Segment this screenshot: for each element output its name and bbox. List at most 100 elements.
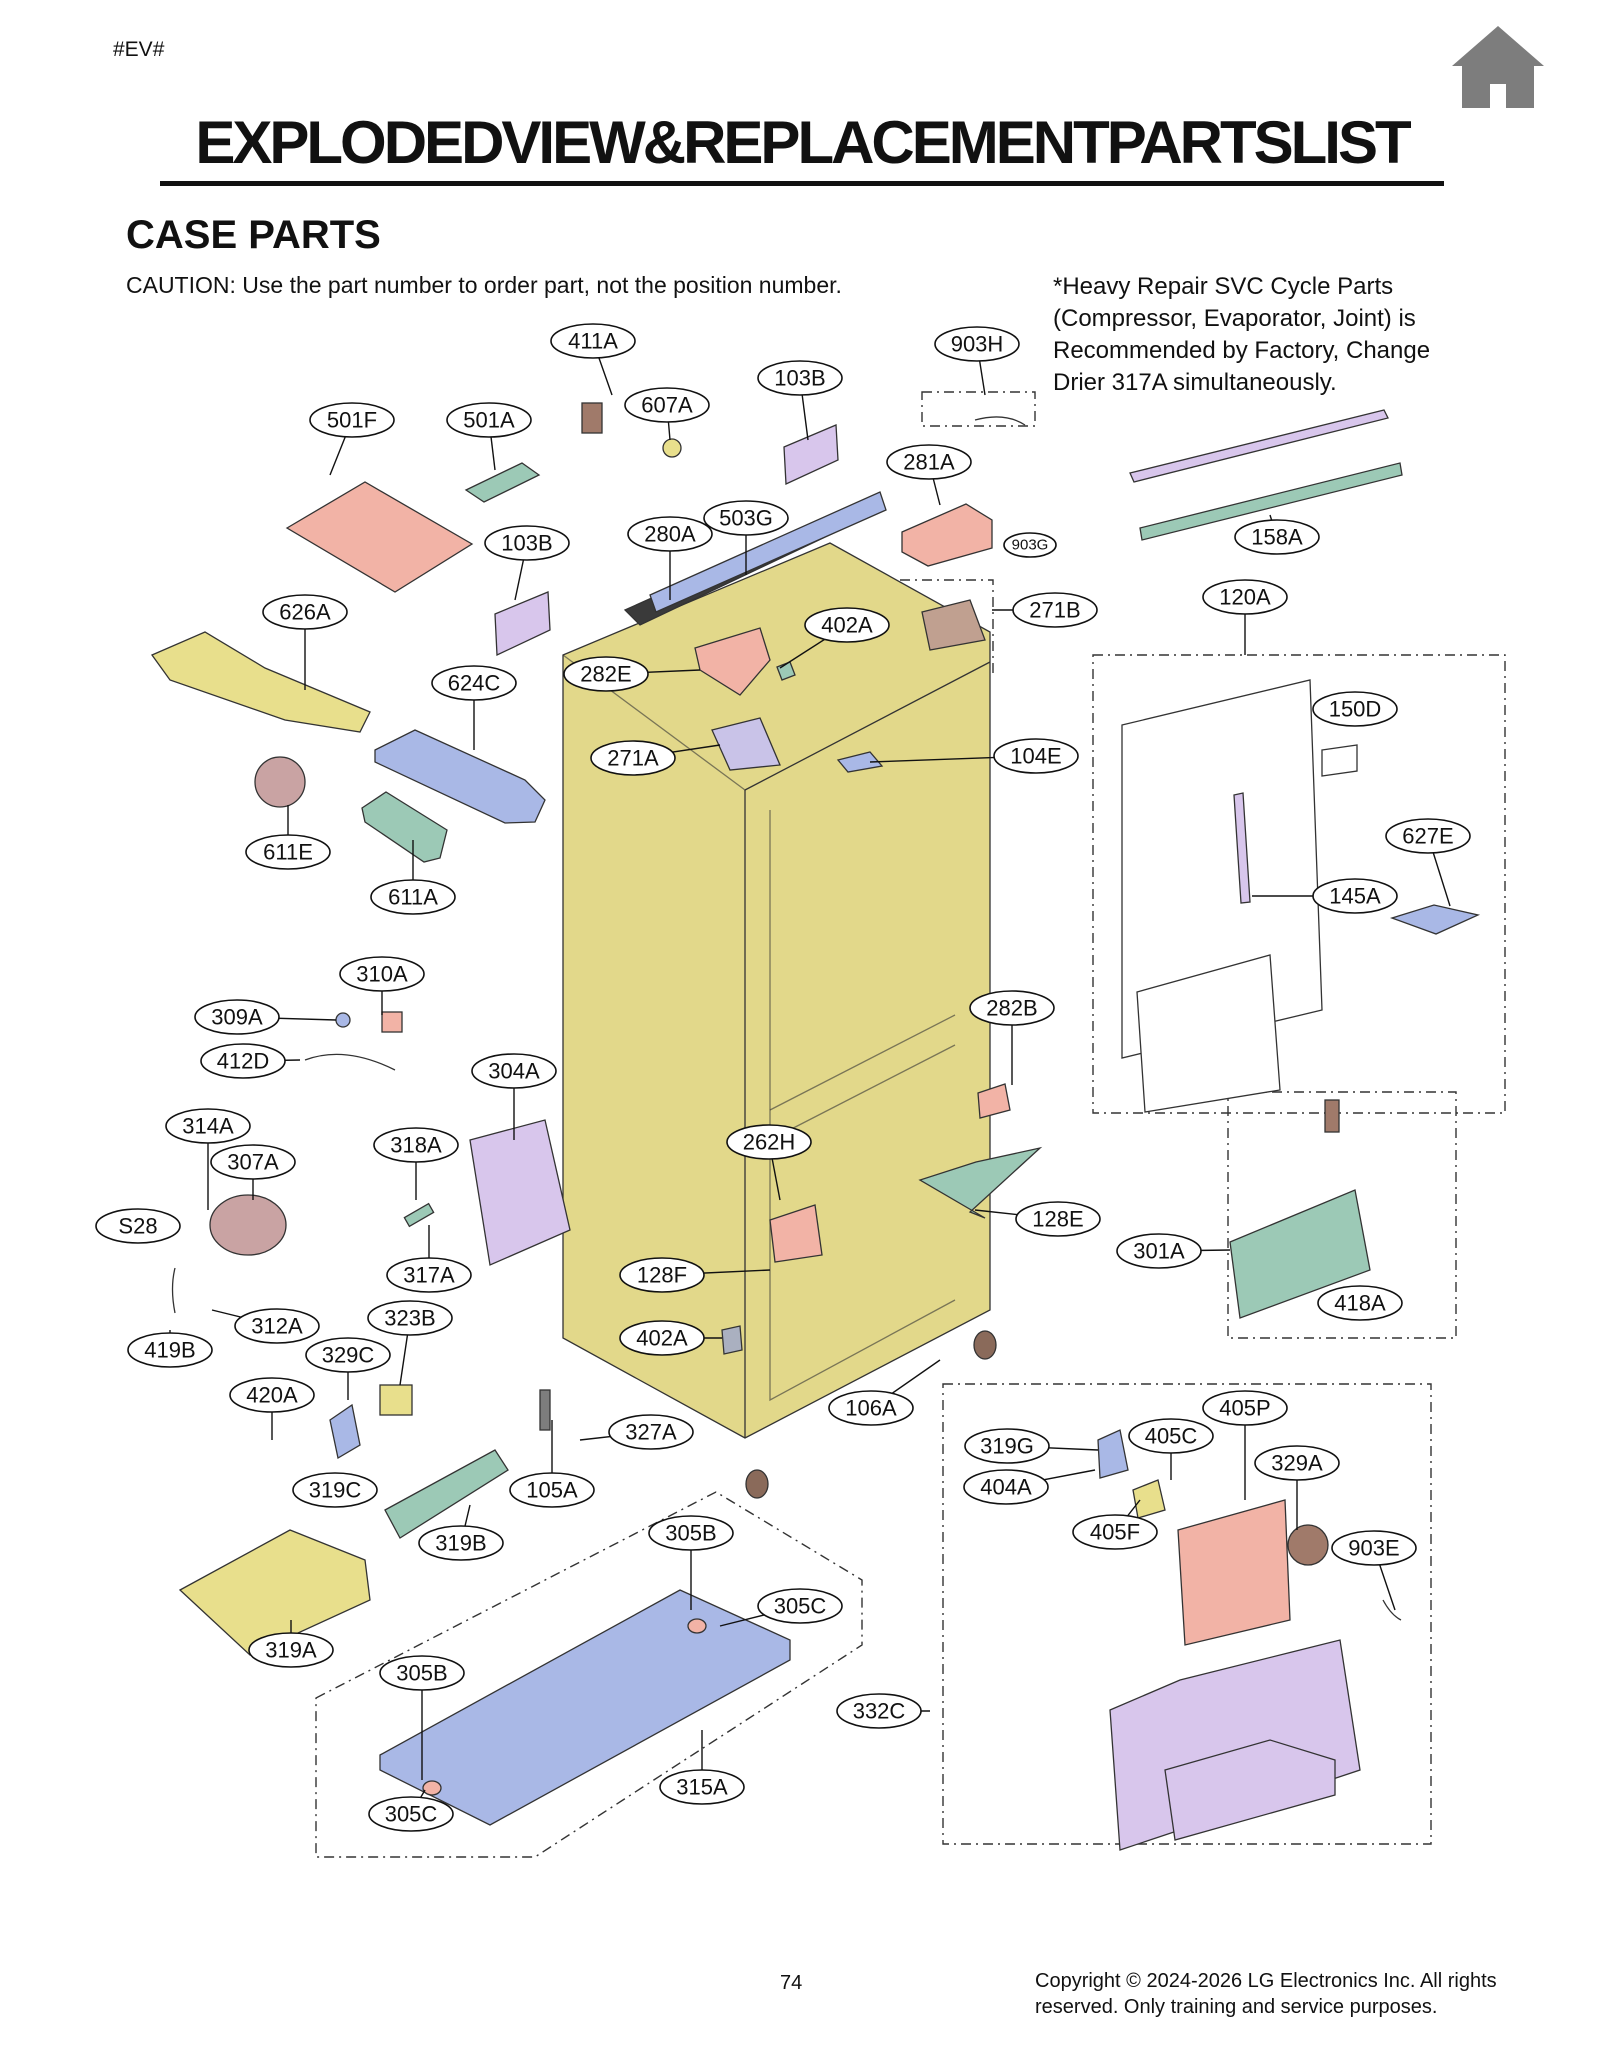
- part-402a: [721, 1325, 743, 1355]
- callout-271b: 271B: [1012, 592, 1098, 628]
- part-103b: [494, 591, 551, 657]
- callout-329a: 329A: [1254, 1445, 1340, 1481]
- callout-305b: 305B: [648, 1515, 734, 1551]
- callout-label: 501F: [327, 408, 377, 433]
- callout-319a: 319A: [248, 1632, 334, 1668]
- part-607a: [662, 438, 682, 458]
- callout-305c: 305C: [368, 1796, 454, 1832]
- part-106a-rear: [973, 1330, 997, 1360]
- callout-323b: 323B: [367, 1300, 453, 1336]
- callout-314a: 314A: [165, 1108, 251, 1144]
- callout-label: 903H: [951, 332, 1004, 357]
- callout-label: 103B: [774, 366, 825, 391]
- callout-501a: 501A: [446, 402, 532, 438]
- callout-405c: 405C: [1128, 1418, 1214, 1454]
- callout-158a: 158A: [1234, 519, 1320, 555]
- callout-label: 104E: [1010, 744, 1061, 769]
- repair-note-line: *Heavy Repair SVC Cycle Parts: [1053, 273, 1394, 300]
- callout-label: 314A: [182, 1114, 234, 1139]
- hinge-top-group-box: [899, 579, 994, 675]
- callout-150d: 150D: [1312, 691, 1398, 727]
- callout-305c: 305C: [757, 1588, 843, 1624]
- part-611e: [254, 756, 306, 808]
- part-103b-top: [783, 424, 839, 485]
- home-icon[interactable]: [1448, 22, 1548, 112]
- callout-label: 150D: [1329, 697, 1382, 722]
- part-120a: [1121, 679, 1323, 1059]
- callout-404a: 404A: [963, 1469, 1049, 1505]
- callout-label: 329C: [322, 1343, 375, 1368]
- callout-s28: S28: [95, 1208, 181, 1244]
- callout-120a: 120A: [1202, 579, 1288, 615]
- callout-label: 106A: [845, 1396, 897, 1421]
- part-329a: [1287, 1524, 1329, 1566]
- callout-281a: 281A: [886, 444, 972, 480]
- part-310a: [381, 1011, 403, 1033]
- callout-label: 418A: [1334, 1291, 1386, 1316]
- part-405p: [1177, 1499, 1291, 1646]
- page-title: EXPLODEDVIEW&REPLACEMENTPARTSLIST: [195, 109, 1411, 176]
- callout-label: 307A: [227, 1150, 279, 1175]
- part-128f: [769, 1204, 823, 1263]
- section-title: CASE PARTS: [126, 213, 381, 257]
- part-282b: [977, 1083, 1011, 1119]
- callout-label: 503G: [719, 506, 773, 531]
- callout-318a: 318A: [373, 1127, 459, 1163]
- callout-label: 329A: [1271, 1451, 1323, 1476]
- repair-note-line: (Compressor, Evaporator, Joint) is: [1053, 305, 1416, 332]
- part-315a: [379, 1589, 791, 1826]
- callout-332c: 332C: [836, 1693, 922, 1729]
- callout-label: 903E: [1348, 1536, 1399, 1561]
- callout-label: 301A: [1133, 1239, 1185, 1264]
- callout-label: 411A: [568, 329, 618, 354]
- callout-label: 903G: [1012, 537, 1049, 554]
- callout-319b: 319B: [418, 1525, 504, 1561]
- part-411a: [581, 402, 603, 434]
- repair-note: *Heavy Repair SVC Cycle Parts (Compresso…: [1053, 271, 1483, 399]
- callout-label: 280A: [644, 522, 696, 547]
- callout-label: 627E: [1402, 824, 1453, 849]
- part-323b: [379, 1384, 413, 1416]
- callout-282b: 282B: [969, 990, 1055, 1026]
- callout-903e: 903E: [1331, 1530, 1417, 1566]
- part-309a: [335, 1012, 351, 1028]
- callout-label: 501A: [463, 408, 515, 433]
- callout-label: 318A: [390, 1133, 442, 1158]
- part-301a: [1229, 1189, 1371, 1319]
- part-501a: [464, 462, 541, 503]
- callout-611e: 611E: [245, 834, 331, 870]
- callout-327a: 327A: [608, 1414, 694, 1450]
- page-number: 74: [780, 1972, 803, 1994]
- callout-label: 158A: [1251, 525, 1303, 550]
- part-106a-front: [745, 1469, 769, 1499]
- callout-903h: 903H: [934, 326, 1020, 362]
- part-317a: [403, 1202, 435, 1228]
- callout-label: 120A: [1219, 585, 1271, 610]
- callout-label: 405P: [1219, 1396, 1270, 1421]
- part-627e: [1389, 904, 1481, 935]
- callout-label: 624C: [448, 671, 501, 696]
- callout-128e: 128E: [1015, 1201, 1101, 1237]
- callout-label: 626A: [279, 600, 331, 625]
- copyright-line: Copyright © 2024-2026 LG Electronics Inc…: [1035, 1970, 1497, 1992]
- callout-501f: 501F: [309, 402, 395, 438]
- part-271b: [921, 599, 986, 651]
- part-405f: [1132, 1479, 1166, 1519]
- callout-262h: 262H: [726, 1124, 812, 1160]
- part-611a: [361, 791, 448, 863]
- callout-label: 611A: [388, 885, 438, 910]
- callout-label: 419B: [144, 1338, 195, 1363]
- callout-label: 404A: [980, 1475, 1032, 1500]
- callout-105a: 105A: [509, 1472, 595, 1508]
- callout-145a: 145A: [1312, 878, 1398, 914]
- part-150d: [1321, 744, 1358, 777]
- part-158a-rod: [1129, 409, 1389, 483]
- callout-label: 405C: [1145, 1424, 1198, 1449]
- callout-271a: 271A: [590, 740, 676, 776]
- callout-312a: 312A: [234, 1308, 320, 1344]
- evaporator-group-box: [1227, 1091, 1457, 1339]
- part-412d: [304, 1053, 396, 1071]
- part-104e: [836, 751, 884, 773]
- callout-405f: 405F: [1072, 1514, 1158, 1550]
- callout-309a: 309A: [194, 999, 280, 1035]
